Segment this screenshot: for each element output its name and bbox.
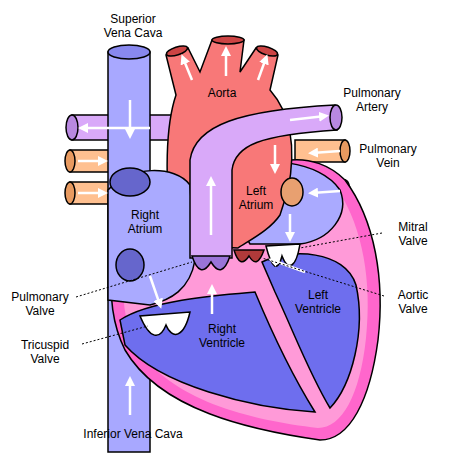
part-label: Tricuspid Valve: [9, 338, 81, 366]
part-label: Superior Vena Cava: [102, 12, 164, 40]
left-ventricle: [262, 254, 359, 408]
vessel-cap: [340, 140, 350, 162]
vessel-cap: [66, 115, 78, 140]
pulmonary-vein: [295, 140, 345, 162]
vessel-cap: [65, 150, 75, 172]
vessel-cap: [108, 45, 150, 59]
aortic-valve: [234, 250, 264, 262]
part-label: Left Ventricle: [287, 288, 349, 316]
part-label: Mitral Valve: [383, 220, 443, 248]
part-label: Aortic Valve: [383, 288, 443, 316]
vessel-cap: [65, 182, 75, 204]
vessel-cap: [165, 44, 188, 58]
part-label: Pulmonary Valve: [4, 290, 76, 318]
pulmonary-valve: [192, 256, 230, 270]
part-label: Aorta: [192, 86, 252, 100]
vessel-opening: [281, 178, 303, 206]
part-label: Pulmonary Artery: [341, 86, 403, 114]
part-label: Pulmonary Vein: [356, 142, 420, 170]
vessel-opening: [110, 168, 150, 196]
flow-arrows: [78, 50, 340, 415]
part-label: Right Atrium: [120, 208, 170, 236]
part-label: Left Atrium: [234, 184, 278, 212]
vessel-opening: [116, 249, 144, 281]
vessel-cap: [330, 105, 342, 130]
vessel-cap: [212, 36, 244, 44]
vessel-cap: [255, 44, 278, 58]
part-label: Right Ventricle: [190, 322, 254, 350]
part-label: Inferior Vena Cava: [53, 427, 213, 441]
pulmonary-artery: [190, 105, 337, 258]
tricuspid-valve: [140, 312, 190, 335]
